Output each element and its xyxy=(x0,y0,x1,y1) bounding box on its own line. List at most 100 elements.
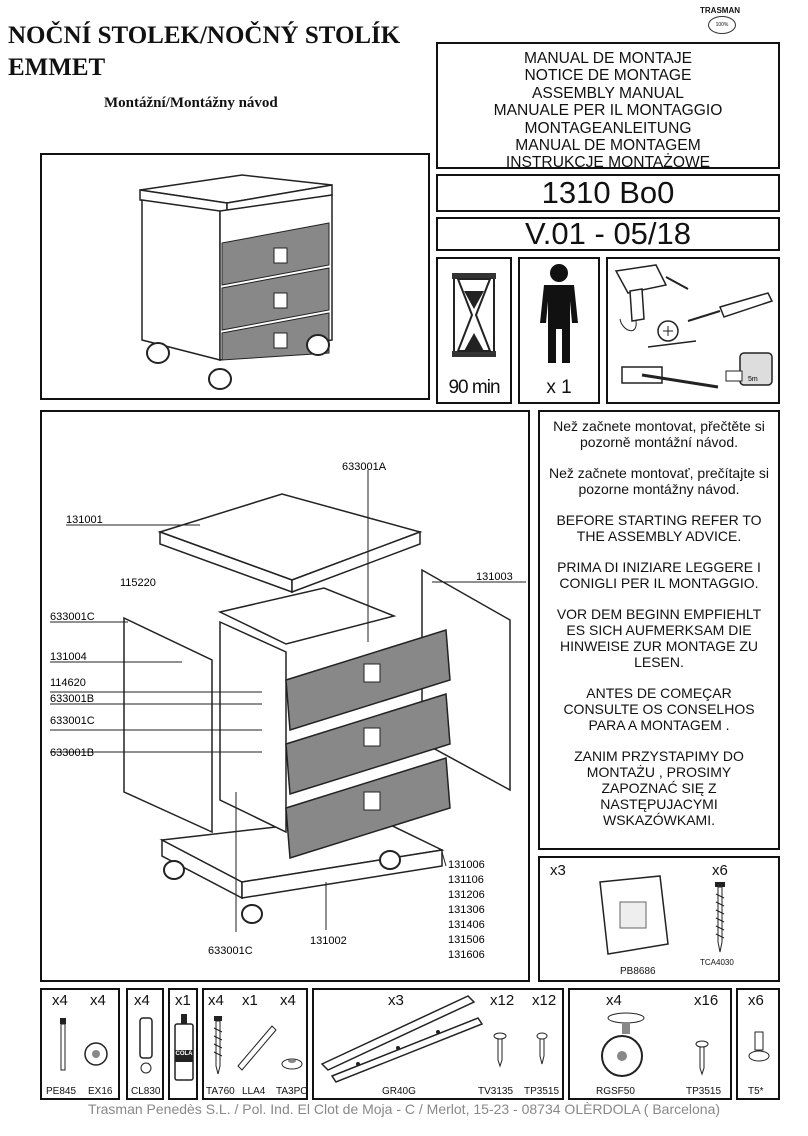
hw-code: LLA4 xyxy=(242,1086,266,1097)
title-line-2: EMMET xyxy=(8,54,106,81)
hw-qty: x4 xyxy=(606,992,622,1009)
left-side-panel xyxy=(123,616,213,834)
drawer-front-code: 131606 xyxy=(448,949,485,961)
title-line-1: NOČNÍ STOLEK/NOČNÝ STOLÍK xyxy=(8,22,401,49)
people-count: x 1 xyxy=(546,377,572,398)
version-box: V.01 - 05/18 xyxy=(436,216,780,251)
tools-box: 5m xyxy=(606,257,780,404)
hw-qty: x4 xyxy=(90,992,106,1009)
person-icon xyxy=(540,264,578,363)
hw-qty: x12 xyxy=(490,992,515,1009)
assembly-notes: Než začnete montovat, přečtěte si pozorn… xyxy=(538,410,780,850)
version-number: V.01 - 05/18 xyxy=(524,216,692,251)
hw-code: TA3PC xyxy=(276,1086,308,1097)
manual-title: MANUAL DE MONTAGEM xyxy=(515,137,701,155)
top-panel xyxy=(157,493,423,581)
hardware-group-5: x3 x12 x12 GR40G TV3135 TP3515 xyxy=(312,988,564,1100)
product-preview xyxy=(40,153,430,400)
drawer-front-code: 131206 xyxy=(448,889,485,901)
label-633001C: 633001C xyxy=(50,715,95,727)
label-131001: 131001 xyxy=(66,514,103,526)
company-footer: Trasman Penedès S.L. / Pol. Ind. El Clot… xyxy=(87,1101,721,1117)
hourglass-icon xyxy=(452,273,496,357)
note: BEFORE STARTING REFER TO THE ASSEMBLY AD… xyxy=(556,512,762,544)
label-115220: 115220 xyxy=(120,577,156,589)
wood-dowel-icon xyxy=(139,1017,153,1074)
hw-code: CL830 xyxy=(131,1086,161,1097)
cap-icon xyxy=(281,1058,303,1070)
hw-code: TP3515 xyxy=(524,1086,560,1097)
note: Než začnete montovat, přečtěte si pozorn… xyxy=(553,418,765,450)
document-title: NOČNÍ STOLEK/NOČNÝ STOLÍK EMMET xyxy=(8,20,400,84)
label-131004: 131004 xyxy=(50,651,87,663)
drawer-runner-icon xyxy=(320,995,484,1083)
foot-glide-icon xyxy=(748,1031,770,1062)
reference-box: 1310 Bo0 xyxy=(436,174,780,212)
screw-icon xyxy=(536,1032,548,1065)
hw-qty: x4 xyxy=(52,992,68,1009)
caster-wheel-icon xyxy=(601,1012,645,1077)
hw-code: T5* xyxy=(748,1086,764,1097)
drawer-front-code: 131506 xyxy=(448,934,485,946)
label-633001B: 633001B xyxy=(50,747,94,759)
cam-lock-icon xyxy=(84,1042,108,1066)
label-114620: 114620 xyxy=(50,677,86,689)
drawer-front-code: 131406 xyxy=(448,919,485,931)
manual-title: ASSEMBLY MANUAL xyxy=(532,84,684,102)
glue-label: COLA xyxy=(175,1051,193,1057)
drawer-front-codes: 131006 131106 131206 131306 131406 13150… xyxy=(448,859,485,961)
assembly-time: 90 min xyxy=(448,377,500,398)
screw-icon xyxy=(695,1040,709,1076)
hw-code: PE845 xyxy=(46,1086,77,1097)
hw-code: TA760 xyxy=(206,1086,235,1097)
allen-key-icon xyxy=(237,1025,277,1071)
label-633001A: 633001A xyxy=(342,461,387,473)
screw-code: TCA4030 xyxy=(700,958,734,967)
handle-qty: x3 xyxy=(550,862,566,879)
hw-code: RGSF50 xyxy=(596,1086,635,1097)
hardware-group-6: x4 x16 RGSF50 TP3515 xyxy=(568,988,732,1100)
glue-bottle-icon xyxy=(174,1014,194,1081)
drawer-front-code: 131006 xyxy=(448,859,485,871)
tape-measure-icon: 5m xyxy=(725,352,773,386)
note: PRIMA DI INIZIARE LEGGERE I CONIGLI PER … xyxy=(557,559,761,591)
nightstand-illustration xyxy=(139,174,333,390)
screwdriver-icon xyxy=(647,292,774,348)
hardware-group-4: x4 x1 x4 TA760 LLA4 TA3PC xyxy=(202,988,308,1100)
drill-icon xyxy=(614,264,689,332)
hw-qty: x3 xyxy=(388,992,404,1009)
hw-qty: x1 xyxy=(175,992,191,1009)
exploded-diagram: 633001A 131001 115220 131003 633001C 131… xyxy=(40,410,530,982)
label-131003: 131003 xyxy=(476,571,513,583)
hw-qty: x16 xyxy=(694,992,719,1009)
manual-titles-box: MANUAL DE MONTAJE NOTICE DE MONTAGE ASSE… xyxy=(436,42,780,171)
screw-icon xyxy=(213,1016,223,1075)
screw-icon xyxy=(715,882,725,953)
document-subtitle: Montážní/Montážny návod xyxy=(104,95,278,111)
hw-code: TV3135 xyxy=(478,1086,514,1097)
note: ZANIM PRZYSTAPIMY DO MONTAŻU , PROSIMY Z… xyxy=(574,748,744,828)
note: VOR DEM BEGINN EMPFIEHLT ES SICH AUFMERK… xyxy=(556,606,762,670)
brand-seal: 100% xyxy=(708,16,736,34)
hammer-icon xyxy=(621,366,719,389)
hw-code: TP3515 xyxy=(686,1086,722,1097)
handle-icon xyxy=(599,875,669,955)
note: Než začnete montovať, prečítajte si pozo… xyxy=(548,465,770,497)
hw-code: EX16 xyxy=(88,1086,113,1097)
hardware-group-7: x6 T5* xyxy=(736,988,780,1100)
people-box: x 1 xyxy=(518,257,600,404)
hw-qty: x1 xyxy=(242,992,258,1009)
handle-code: PB8686 xyxy=(620,966,656,977)
drawer-front-code: 131106 xyxy=(448,874,484,886)
cam-bolt-icon xyxy=(60,1018,66,1071)
hw-qty: x6 xyxy=(748,992,764,1009)
label-633001B: 633001B xyxy=(50,693,94,705)
label-131002: 131002 xyxy=(310,935,347,947)
manual-title: NOTICE DE MONTAGE xyxy=(524,67,692,85)
hw-code: GR40G xyxy=(382,1086,416,1097)
time-box: 90 min xyxy=(436,257,512,404)
hw-qty: x4 xyxy=(208,992,224,1009)
note: ANTES DE COMEÇAR CONSULTE OS CONSELHOS P… xyxy=(563,685,755,733)
manual-title: MANUALE PER IL MONTAGGIO xyxy=(493,102,723,120)
handle-pack: x3 x6 PB8686 TCA4030 xyxy=(538,856,780,982)
